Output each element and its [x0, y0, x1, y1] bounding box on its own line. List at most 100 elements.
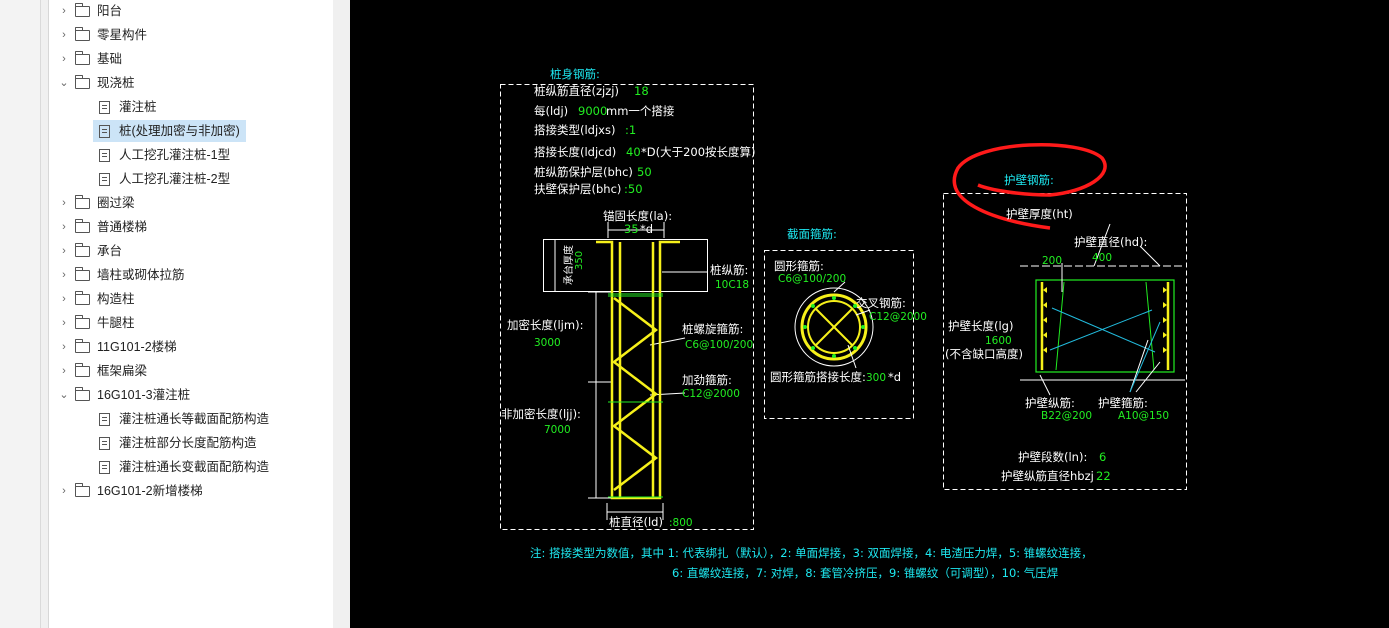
tree-leaf[interactable]: 人工挖孔灌注桩-2型	[93, 168, 236, 190]
long-bar-label: 桩纵筋:	[710, 263, 748, 277]
tree-item-label: 灌注桩通长变截面配筋构造	[119, 460, 270, 474]
tree-leaf[interactable]: 灌注桩部分长度配筋构造	[93, 432, 263, 454]
chevron-right-icon[interactable]: ›	[62, 269, 66, 281]
red-annotation-circle	[952, 143, 1107, 230]
tree-folder[interactable]: ›圈过梁	[57, 192, 135, 214]
pile-rebar-drawing: 桩身钢筋: 桩纵筋直径(zjzj) 18 每(ldj) 9000 mm一个搭接 …	[500, 67, 1187, 580]
tree-scrollbar[interactable]	[333, 0, 349, 628]
wall-thickness-label: 护壁厚度(ht)	[1006, 207, 1073, 221]
tree-leaf[interactable]: 桩(处理加密与非加密)	[93, 120, 246, 142]
chevron-right-icon[interactable]: ›	[62, 485, 66, 497]
tree-folder[interactable]: ⌄ 现浇桩	[57, 72, 135, 94]
tree-folder[interactable]: ›零星构件	[57, 24, 147, 46]
folder-icon	[74, 2, 90, 17]
wall-rebar-cage	[1035, 279, 1175, 373]
folder-open-icon	[74, 386, 90, 401]
anchor-label: 锚固长度(la):	[603, 209, 672, 223]
tree-folder[interactable]: ›16G101-2新增楼梯	[57, 480, 203, 502]
folder-icon	[74, 266, 90, 281]
tree-leaf[interactable]: 人工挖孔灌注桩-1型	[93, 144, 236, 166]
pile-param-3-value: 40	[626, 145, 641, 159]
tree-folder[interactable]: › 普通楼梯	[57, 216, 147, 238]
lap-value: 300	[866, 372, 886, 384]
chevron-down-icon[interactable]: ⌄	[59, 77, 69, 89]
cross-label: 交叉钢筋:	[856, 296, 906, 310]
chevron-right-icon[interactable]: ›	[62, 197, 66, 209]
wall-segments-value: 6	[1099, 450, 1106, 464]
tree-leaf[interactable]: 灌注桩通长变截面配筋构造	[93, 456, 275, 478]
chevron-down-icon[interactable]: ⌄	[59, 389, 69, 401]
chevron-right-icon[interactable]: ›	[62, 317, 66, 329]
component-tree[interactable]: ›阳台›零星构件›基础⌄现浇桩灌注桩桩(处理加密与非加密)人工挖孔灌注桩-1型人…	[48, 0, 334, 628]
wall-bar-dia-label: 护壁纵筋直径hbzj	[1001, 469, 1094, 483]
wall-segments-label: 护壁段数(ln):	[1018, 450, 1087, 464]
folder-icon	[74, 338, 90, 353]
lap-suffix: *d	[888, 370, 901, 384]
spiral-value: C6@100/200	[685, 339, 753, 351]
tree-item-label: 阳台	[97, 4, 123, 18]
pile-param-1-suffix: mm一个搭接	[606, 104, 675, 118]
folder-icon	[74, 26, 90, 41]
tree-item-label: 框架扁梁	[97, 364, 148, 378]
panel-gutter	[0, 0, 41, 628]
pile-param-4-value: 50	[637, 165, 652, 179]
chevron-right-icon[interactable]: ›	[62, 53, 66, 65]
wall-bar-dia-value: 22	[1096, 469, 1111, 483]
circle-label: 圆形箍筋:	[774, 259, 824, 273]
tree-item-label: 承台	[97, 244, 123, 258]
tree-item-label: 人工挖孔灌注桩-2型	[119, 172, 231, 186]
wall-long-bar-value: B22@200	[1041, 410, 1092, 422]
cad-drawing-canvas[interactable]: 桩身钢筋: 桩纵筋直径(zjzj) 18 每(ldj) 9000 mm一个搭接 …	[350, 0, 1389, 628]
diameter-label: 桩直径(ld)	[609, 515, 663, 529]
stiff-label: 加劲箍筋:	[682, 373, 732, 387]
tree-folder[interactable]: ›构造柱	[57, 288, 135, 310]
chevron-right-icon[interactable]: ›	[62, 341, 66, 353]
document-icon	[99, 436, 110, 450]
circle-value: C6@100/200	[778, 273, 846, 285]
document-icon	[99, 460, 110, 474]
pile-param-3-label: 搭接长度(ldjcd)	[534, 145, 616, 159]
dense-label: 加密长度(ljm):	[507, 318, 583, 332]
wall-stirrup-label: 护壁箍筋:	[1098, 396, 1148, 410]
tree-item-label: 墙柱或砌体拉筋	[97, 268, 185, 282]
chevron-right-icon[interactable]: ›	[62, 245, 66, 257]
tree-folder[interactable]: › 阳台	[57, 0, 122, 22]
pile-param-4-label: 桩纵筋保护层(bhc)	[534, 165, 633, 179]
section-stirrup-circle	[800, 293, 868, 361]
folder-icon	[74, 482, 90, 497]
lap-label: 圆形箍筋搭接长度:	[770, 370, 866, 384]
pile-param-3-suffix: *D(大于200按长度算)	[641, 145, 756, 159]
tree-item-label: 现浇桩	[97, 76, 135, 90]
tree-folder[interactable]: › 墙柱或砌体拉筋	[57, 264, 185, 286]
tree-folder[interactable]: › 框架扁梁	[57, 360, 147, 382]
tree-item-label: 牛腿柱	[97, 316, 135, 330]
chevron-right-icon[interactable]: ›	[62, 5, 66, 17]
pile-frame	[500, 84, 754, 530]
wall-thickness-value: 200	[1042, 255, 1062, 267]
folder-icon	[74, 290, 90, 305]
tree-leaf[interactable]: 灌注桩	[93, 96, 163, 118]
pile-param-2-label: 搭接类型(ldjxs)	[534, 123, 615, 137]
tree-folder[interactable]: ⌄16G101-3灌注桩	[57, 384, 190, 406]
tree-folder[interactable]: › 基础	[57, 48, 122, 70]
wall-frame	[943, 193, 1187, 490]
tree-item-label: 普通楼梯	[97, 220, 148, 234]
tree-folder[interactable]: › 牛腿柱	[57, 312, 135, 334]
wall-length-value: 1600	[985, 335, 1012, 347]
pile-param-0-label: 桩纵筋直径(zjzj)	[534, 84, 619, 98]
tree-leaf[interactable]: 灌注桩通长等截面配筋构造	[93, 408, 275, 430]
tree-folder[interactable]: › 承台	[57, 240, 122, 262]
section-outer-circle	[794, 287, 874, 367]
tree-folder[interactable]: ›11G101-2楼梯	[57, 336, 177, 358]
chevron-right-icon[interactable]: ›	[62, 221, 66, 233]
section-frame	[764, 250, 914, 419]
chevron-right-icon[interactable]: ›	[62, 365, 66, 377]
tree-item-label: 基础	[97, 52, 123, 66]
wall-length-label: 护壁长度(lg)	[948, 319, 1013, 333]
chevron-right-icon[interactable]: ›	[62, 293, 66, 305]
anchor-suffix: *d	[640, 222, 653, 236]
folder-icon	[74, 242, 90, 257]
chevron-right-icon[interactable]: ›	[62, 29, 66, 41]
cross-value: C12@2000	[869, 311, 927, 323]
document-icon	[99, 124, 110, 138]
